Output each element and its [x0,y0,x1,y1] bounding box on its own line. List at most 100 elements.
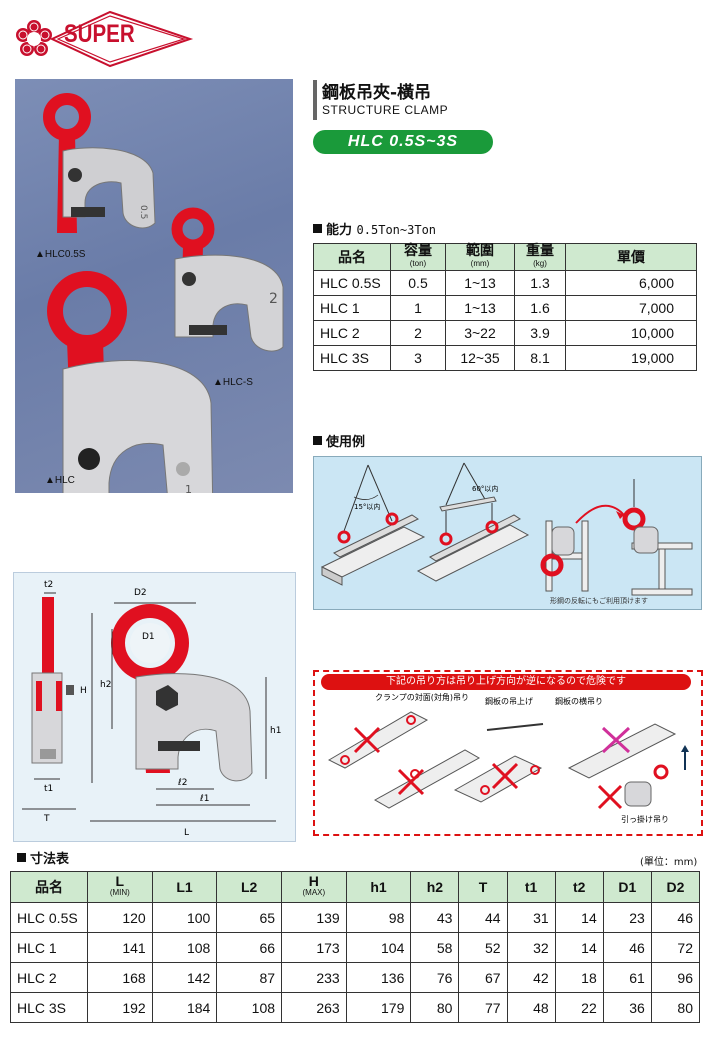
bullet-square-icon [313,224,322,233]
capacity-table: 品名 容量(ton) 範圍(mm) 重量(kg) 單價 HLC 0.5S 0.5… [313,243,697,371]
table-cell: 22 [554,992,604,1023]
table-cell: 42 [506,962,556,993]
table-cell: 1.6 [514,295,566,321]
table-cell: 168 [87,962,153,993]
table-cell: HLC 2 [10,962,88,993]
table-cell: 66 [216,932,283,963]
table-cell: 142 [151,962,218,993]
table-cell: 3.9 [514,320,566,346]
usage-heading: 使用例 [313,431,365,450]
svg-text:引っ掛け吊り: 引っ掛け吊り [621,814,669,824]
title-accent-bar [313,80,317,120]
table-cell: 0.5 [390,270,446,296]
svg-text:形鋼の反転にもご利用頂けます: 形鋼の反転にもご利用頂けます [550,596,648,605]
table-cell: 100 [151,902,218,933]
svg-text:t1: t1 [44,784,53,794]
table-cell: HLC 0.5S [10,902,88,933]
svg-text:h2: h2 [100,680,111,690]
svg-text:h1: h1 [270,726,281,736]
table-cell: 72 [650,932,701,963]
dimension-table: 品名 L(MIN) L1 L2 H(MAX) h1 h2 T t1 t2 D1 … [10,871,701,1023]
table-header-cell: H(MAX) [281,871,347,903]
table-row: HLC 1 1 1~13 1.6 7,000 [313,295,697,321]
table-cell: 139 [281,902,347,933]
table-cell: 6,000 [565,270,697,296]
table-cell: 67 [458,962,508,993]
table-header-cell: T [458,871,508,903]
svg-text:鋼板の吊上げ: 鋼板の吊上げ [485,696,533,706]
table-cell: 96 [650,962,701,993]
table-header-row: 品名 容量(ton) 範圍(mm) 重量(kg) 單價 [313,243,697,271]
table-cell: HLC 0.5S [313,270,391,296]
table-cell: 14 [554,932,604,963]
table-cell: 14 [554,902,604,933]
table-cell: 44 [458,902,508,933]
dimension-diagram: t2 t1 T D2 D1 h2 H h1 ℓ2 ℓ1 L [22,580,281,838]
table-header-cell: 重量(kg) [514,243,566,271]
table-cell: 184 [151,992,218,1023]
svg-text:ℓ1: ℓ1 [199,794,209,804]
table-cell: 3~22 [445,320,515,346]
table-cell: 263 [281,992,347,1023]
table-cell: 179 [345,992,412,1023]
table-header-cell: L2 [216,871,283,903]
table-cell: 1 [390,295,446,321]
table-row: HLC 0.5S 120 100 65 139 98 43 44 31 14 2… [10,902,701,933]
table-cell: 104 [345,932,412,963]
table-cell: 46 [650,902,701,933]
table-cell: 19,000 [565,345,697,371]
svg-text:0.5: 0.5 [138,205,148,219]
table-cell: 108 [216,992,283,1023]
table-cell: 1.3 [514,270,566,296]
table-cell: 80 [650,992,701,1023]
table-cell: 65 [216,902,283,933]
capacity-heading: 能力 0.5Ton~3Ton [313,219,436,238]
table-header-cell: L1 [151,871,218,903]
table-header-cell: 容量(ton) [390,243,446,271]
table-cell: 3 [390,345,446,371]
table-cell: 1~13 [445,295,515,321]
svg-text:T: T [43,814,50,824]
svg-text:60°以内: 60°以内 [472,484,498,493]
table-cell: HLC 2 [313,320,391,346]
photo-label-hlc: ▲HLC [45,475,75,486]
svg-text:D1: D1 [142,632,155,642]
table-cell: 36 [602,992,652,1023]
table-cell: 173 [281,932,347,963]
usage-diagram: 15°以内 60°以内 形鋼の反転にもご利用頂けます [320,462,693,605]
table-header-row: 品名 L(MIN) L1 L2 H(MAX) h1 h2 T t1 t2 D1 … [10,871,701,903]
table-cell: 8.1 [514,345,566,371]
table-cell: 7,000 [565,295,697,321]
bullet-square-icon [17,853,26,862]
table-header-cell: 範圍(mm) [445,243,515,271]
table-cell: 61 [602,962,652,993]
table-cell: 192 [87,992,153,1023]
svg-text:2: 2 [269,291,278,307]
table-cell: 52 [458,932,508,963]
model-badge: HLC 0.5S~3S [313,130,493,154]
svg-text:D2: D2 [134,588,147,598]
product-photo: 0.5 2 1 ▲HLC0.5S ▲HLC-S ▲HLC [15,79,293,493]
photo-label-hlcs: ▲HLC-S [213,377,253,388]
table-cell: 23 [602,902,652,933]
dimension-table-heading: 寸法表 [17,848,69,867]
warning-panel: 下記の吊り方は吊り上げ方向が逆になるので危険です クランプの対面(対角)吊り 鋼… [313,670,703,836]
photo-label-hlc05s: ▲HLC0.5S [35,249,86,260]
brand-logo-text: SUPER [64,20,135,48]
page-title: 鋼板吊夾-橫吊 [322,83,432,103]
table-cell: 32 [506,932,556,963]
table-cell: HLC 3S [10,992,88,1023]
table-header-cell: L(MIN) [87,871,153,903]
table-header-cell: h1 [345,871,412,903]
brand-logo [16,10,194,68]
svg-text:15°以内: 15°以内 [354,502,380,511]
svg-text:L: L [184,828,189,838]
table-cell: 58 [410,932,460,963]
table-cell: 46 [602,932,652,963]
table-cell: 1~13 [445,270,515,296]
table-row: HLC 0.5S 0.5 1~13 1.3 6,000 [313,270,697,296]
table-cell: HLC 1 [313,295,391,321]
bullet-square-icon [313,436,322,445]
table-cell: HLC 1 [10,932,88,963]
table-cell: 87 [216,962,283,993]
